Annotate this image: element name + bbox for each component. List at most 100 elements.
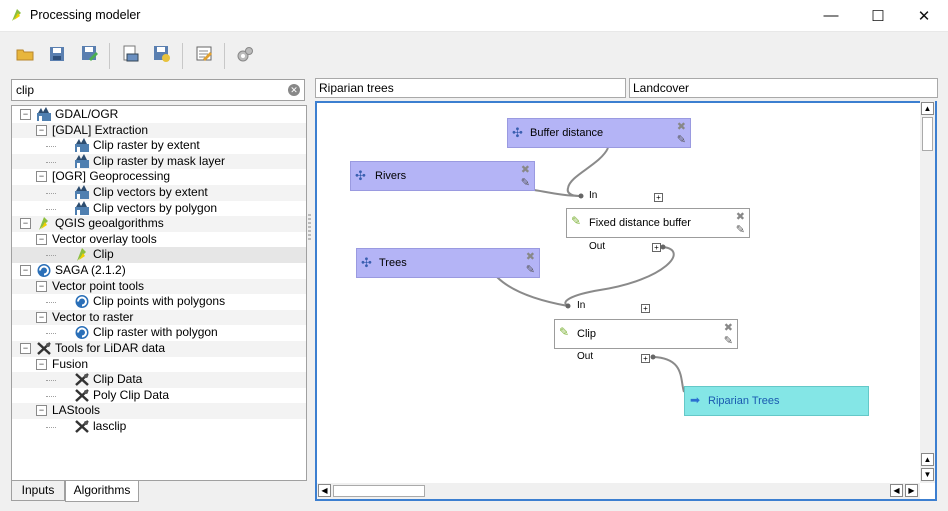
collapse-icon[interactable]: − xyxy=(36,233,47,245)
tree-algorithm[interactable]: lasclip xyxy=(12,419,306,435)
delete-icon[interactable]: ✖ xyxy=(676,121,686,133)
window-title: Processing modeler xyxy=(30,8,141,22)
tree-algorithm[interactable]: Poly Clip Data xyxy=(12,388,306,404)
tab-inputs[interactable]: Inputs xyxy=(11,481,65,501)
tree-algorithm[interactable]: Clip raster by extent xyxy=(12,138,306,154)
expand-outputs-icon[interactable]: + xyxy=(641,354,650,363)
delete-icon[interactable]: ✖ xyxy=(735,211,745,223)
collapse-icon[interactable]: − xyxy=(36,311,47,323)
edit-help-button[interactable] xyxy=(192,43,216,65)
save-model-button[interactable] xyxy=(45,43,69,65)
node-clip[interactable]: ✎ Clip ✖ ✎ xyxy=(554,319,738,349)
tree-algorithm[interactable]: Clip xyxy=(12,247,306,263)
collapse-icon[interactable]: − xyxy=(36,124,47,136)
edit-icon[interactable]: ✎ xyxy=(735,224,745,236)
tree-algorithm[interactable]: Clip points with polygons xyxy=(12,294,306,310)
node-rivers[interactable]: ✣ Rivers ✖ ✎ xyxy=(350,161,535,191)
edit-icon[interactable]: ✎ xyxy=(520,177,530,189)
node-trees[interactable]: ✣ Trees ✖ ✎ xyxy=(356,248,540,278)
tree-item-label: LAStools xyxy=(52,403,101,418)
qgis-icon xyxy=(36,216,52,231)
collapse-icon[interactable]: − xyxy=(20,265,31,276)
delete-icon[interactable]: ✖ xyxy=(520,164,530,176)
port-in-label: In xyxy=(589,190,598,201)
tree-algorithm[interactable]: Clip raster by mask layer xyxy=(12,153,306,170)
scroll-left-icon[interactable]: ◀ xyxy=(890,484,903,497)
tree-algorithm[interactable]: Clip raster with polygon xyxy=(12,325,306,341)
collapse-icon[interactable]: − xyxy=(20,109,31,120)
run-model-button[interactable] xyxy=(233,43,257,65)
model-name-field[interactable]: Riparian trees xyxy=(315,78,626,98)
maximize-button[interactable]: ☐ xyxy=(871,7,885,25)
scroll-up-icon[interactable]: ▲ xyxy=(921,102,934,115)
node-fixed-distance-buffer[interactable]: ✎ Fixed distance buffer ✖ ✎ xyxy=(566,208,750,238)
tree-algorithm[interactable]: Clip vectors by polygon xyxy=(12,200,306,217)
expand-inputs-icon[interactable]: + xyxy=(641,304,650,313)
search-input[interactable] xyxy=(16,83,276,97)
tree-provider-lidar[interactable]: −Tools for LiDAR data xyxy=(12,341,306,357)
tree-group[interactable]: −Vector overlay tools xyxy=(12,232,306,248)
tree-group[interactable]: −Fusion xyxy=(12,357,306,373)
scroll-right-icon[interactable]: ▶ xyxy=(905,484,918,497)
search-box[interactable]: ✕ xyxy=(11,79,305,101)
collapse-icon[interactable]: − xyxy=(20,343,31,354)
arrow-right-icon: ➡ xyxy=(690,393,701,407)
expand-inputs-icon[interactable]: + xyxy=(654,193,663,202)
expand-outputs-icon[interactable]: + xyxy=(652,243,661,252)
tree-group[interactable]: −[OGR] Geoprocessing xyxy=(12,169,306,185)
horizontal-scroll-thumb[interactable] xyxy=(333,485,425,497)
tree-algorithm[interactable]: Clip Data xyxy=(12,372,306,388)
node-buffer-distance[interactable]: ✣ Buffer distance ✖ ✎ xyxy=(507,118,691,148)
tree-provider-gdal[interactable]: −GDAL/OGR xyxy=(12,107,306,123)
tree-provider-saga[interactable]: −SAGA (2.1.2) xyxy=(12,263,306,279)
clear-search-icon[interactable]: ✕ xyxy=(288,84,300,96)
minimize-button[interactable]: — xyxy=(823,7,839,24)
collapse-icon[interactable]: − xyxy=(36,358,47,370)
tree-item-label: QGIS geoalgorithms xyxy=(55,216,164,231)
scroll-up-icon[interactable]: ▲ xyxy=(921,453,934,466)
tree-group[interactable]: −LAStools xyxy=(12,403,306,419)
collapse-icon[interactable]: − xyxy=(36,171,47,183)
parameter-icon: ✣ xyxy=(361,255,372,270)
collapse-icon[interactable]: − xyxy=(36,405,47,417)
horizontal-scrollbar[interactable]: ◀ ◀ ▶ xyxy=(317,483,920,499)
tree-item-label: Vector point tools xyxy=(52,278,145,293)
close-button[interactable]: ✕ xyxy=(917,7,931,25)
vertical-scroll-thumb[interactable] xyxy=(922,117,933,151)
tree-algorithm[interactable]: Clip vectors by extent xyxy=(12,185,306,201)
export-python-button[interactable] xyxy=(150,43,174,65)
saga-icon xyxy=(74,294,90,309)
export-image-button[interactable] xyxy=(118,43,142,65)
edit-icon[interactable]: ✎ xyxy=(723,335,733,347)
edit-help-icon xyxy=(196,46,212,61)
node-label: Riparian Trees xyxy=(708,395,780,407)
collapse-icon[interactable]: − xyxy=(36,280,47,292)
gdal-icon xyxy=(74,153,90,169)
save-as-icon xyxy=(82,46,98,61)
splitter-handle[interactable] xyxy=(308,214,311,242)
edit-icon[interactable]: ✎ xyxy=(525,264,535,276)
scroll-left-icon[interactable]: ◀ xyxy=(318,484,331,497)
tree-item-label: Clip xyxy=(93,247,114,262)
save-as-button[interactable] xyxy=(78,43,102,65)
edit-icon[interactable]: ✎ xyxy=(676,134,686,146)
tree-group[interactable]: −Vector to raster xyxy=(12,309,306,326)
save-icon xyxy=(50,47,64,61)
tree-group[interactable]: −Vector point tools xyxy=(12,278,306,295)
tree-group[interactable]: −[GDAL] Extraction xyxy=(12,122,306,139)
vertical-scrollbar[interactable]: ▲ ▲ ▼ xyxy=(920,101,935,483)
model-group-field[interactable]: Landcover xyxy=(629,78,938,98)
tree-item-label: lasclip xyxy=(93,419,127,433)
tree-provider-qgis[interactable]: − QGIS geoalgorithms xyxy=(12,216,306,232)
gears-icon xyxy=(237,47,253,62)
node-output-riparian-trees[interactable]: ➡ Riparian Trees xyxy=(684,386,869,416)
delete-icon[interactable]: ✖ xyxy=(525,251,535,263)
delete-icon[interactable]: ✖ xyxy=(723,322,733,334)
port-in-label: In xyxy=(577,300,586,311)
tab-algorithms[interactable]: Algorithms xyxy=(65,481,139,502)
node-label: Trees xyxy=(379,257,407,269)
scroll-down-icon[interactable]: ▼ xyxy=(921,468,934,481)
open-model-button[interactable] xyxy=(13,43,37,65)
collapse-icon[interactable]: − xyxy=(20,218,31,230)
